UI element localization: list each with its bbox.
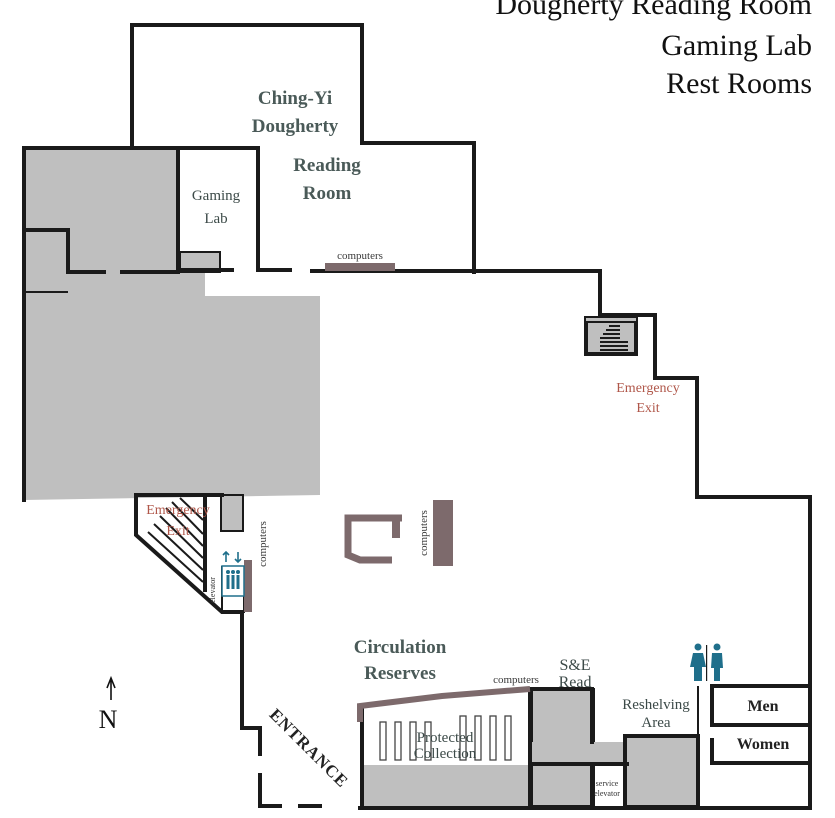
gaming-lab-label-2: Lab (204, 211, 227, 227)
west-gray-block (24, 148, 320, 500)
se-read-wall (528, 687, 594, 744)
reading-room-wall (130, 23, 476, 274)
se-read-label-2: Read (559, 674, 592, 691)
header-line-gaming-lab: Gaming Lab (661, 29, 812, 62)
circulation-desk-end (392, 520, 400, 538)
reshelving-wall (623, 734, 700, 810)
computers-desk-center (433, 500, 453, 566)
north-label: N (99, 705, 118, 734)
header-line-rest-rooms: Rest Rooms (666, 67, 812, 100)
service-elevator-label-1: service (596, 779, 619, 788)
east-outer-wall (598, 269, 812, 810)
unavailable-areas (24, 148, 699, 807)
southwest-wall (240, 610, 262, 756)
computers-center-label: computers (418, 510, 430, 556)
entrance-label: ENTRANCE (266, 705, 353, 792)
men-restroom-label: Men (747, 698, 778, 715)
map-header: Dougherty Reading Room Gaming Lab Rest R… (495, 0, 812, 100)
west-inner-wall (22, 228, 106, 274)
women-restroom-label: Women (737, 736, 790, 753)
east-stair-treads (600, 321, 628, 351)
circulation-desk-curve (344, 514, 402, 564)
emergency-exit-east-label-2: Exit (636, 401, 659, 416)
computers-desk-top (325, 263, 395, 271)
gaming-lab-label-1: Gaming (192, 188, 241, 204)
header-line-reading-room: Dougherty Reading Room (495, 0, 812, 21)
circulation-label-1: Circulation (354, 637, 447, 658)
protected-label-2: Collection (414, 746, 477, 762)
service-elevator-label-2: elevator (594, 789, 620, 798)
se-read-label-1: S&E (559, 657, 590, 674)
computers-desk-south (357, 686, 531, 722)
emergency-exit-east-label-1: Emergency (616, 381, 680, 396)
circulation-label-2: Reserves (364, 663, 436, 684)
west-column (220, 494, 244, 532)
west-stair-treads (141, 497, 204, 593)
reshelving-block (624, 735, 699, 807)
emergency-exit-west-label-1: Emergency (146, 503, 210, 518)
south-gray-strip (362, 765, 532, 807)
north-west-wall (22, 146, 292, 272)
elevator-label: elevator (208, 577, 217, 603)
reading-room-label-1: Ching-Yi (258, 88, 332, 109)
room-labels: Ching-Yi Dougherty Reading Room Gaming L… (192, 88, 789, 762)
walls (22, 23, 812, 810)
computers-desk-west (244, 560, 252, 612)
protected-label-1: Protected (417, 730, 474, 746)
computers-top-label: computers (337, 250, 383, 262)
computers-west-label: computers (257, 521, 269, 567)
computers-south-label: computers (493, 674, 539, 686)
reading-room-label-3: Reading (293, 155, 361, 176)
reshelving-label-2: Area (641, 715, 670, 731)
reading-room-label-2: Dougherty (252, 116, 339, 137)
service-corridor (532, 742, 627, 764)
north-arrow-icon: N (99, 675, 118, 734)
elevator-icon (221, 550, 245, 597)
reshelving-label-1: Reshelving (622, 697, 690, 713)
furniture (244, 263, 531, 761)
restroom-icon (690, 643, 723, 681)
reading-room-label-4: Room (303, 183, 352, 204)
protected-shelves (379, 715, 512, 761)
emergency-exit-west-label-2: Exit (166, 524, 189, 539)
